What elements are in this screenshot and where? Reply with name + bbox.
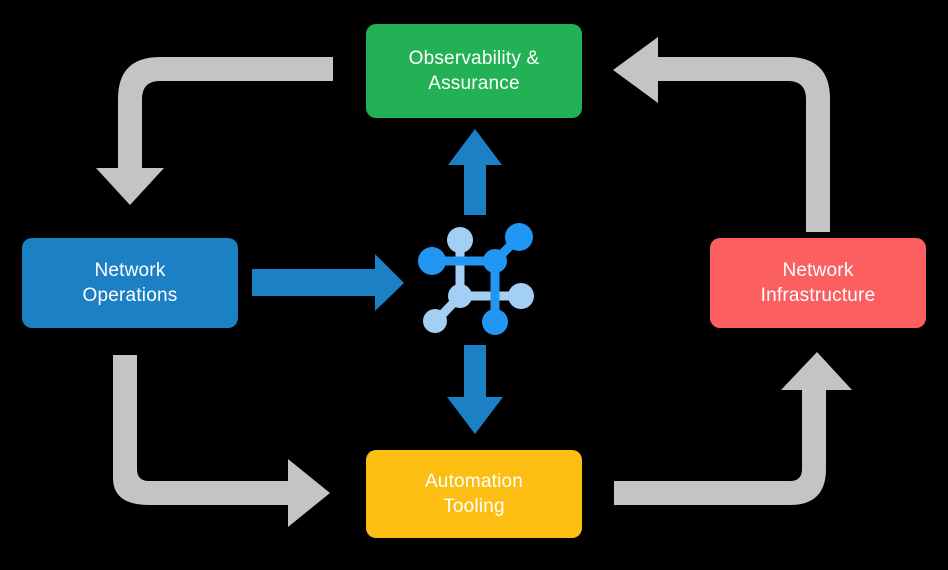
- blue-arrow-up: [448, 129, 502, 215]
- mesh-nodes-light: [423, 227, 534, 333]
- blue-arrow-down: [447, 345, 503, 434]
- node-label-network-infrastructure: Network Infrastructure: [760, 259, 876, 306]
- node-label-network-operations: Network Operations: [82, 259, 178, 306]
- mesh-nodes-dark: [418, 223, 533, 335]
- node-box-observability[interactable]: Observability & Assurance: [366, 24, 582, 118]
- gray-elbow-arrow-top-right: [613, 37, 830, 232]
- node-label-observability: Observability & Assurance: [408, 47, 540, 94]
- gray-elbow-arrow-top-left: [96, 57, 333, 205]
- gray-elbow-arrow-bottom-right: [614, 352, 852, 505]
- network-mesh-icon: [418, 223, 534, 335]
- node-label-automation-tooling: Automation Tooling: [424, 470, 524, 517]
- blue-arrow-right: [252, 254, 404, 311]
- gray-elbow-arrow-bottom-left: [113, 355, 330, 527]
- node-box-network-infrastructure[interactable]: Network Infrastructure: [710, 238, 926, 328]
- node-box-network-operations[interactable]: Network Operations: [22, 238, 238, 328]
- node-box-automation-tooling[interactable]: Automation Tooling: [366, 450, 582, 538]
